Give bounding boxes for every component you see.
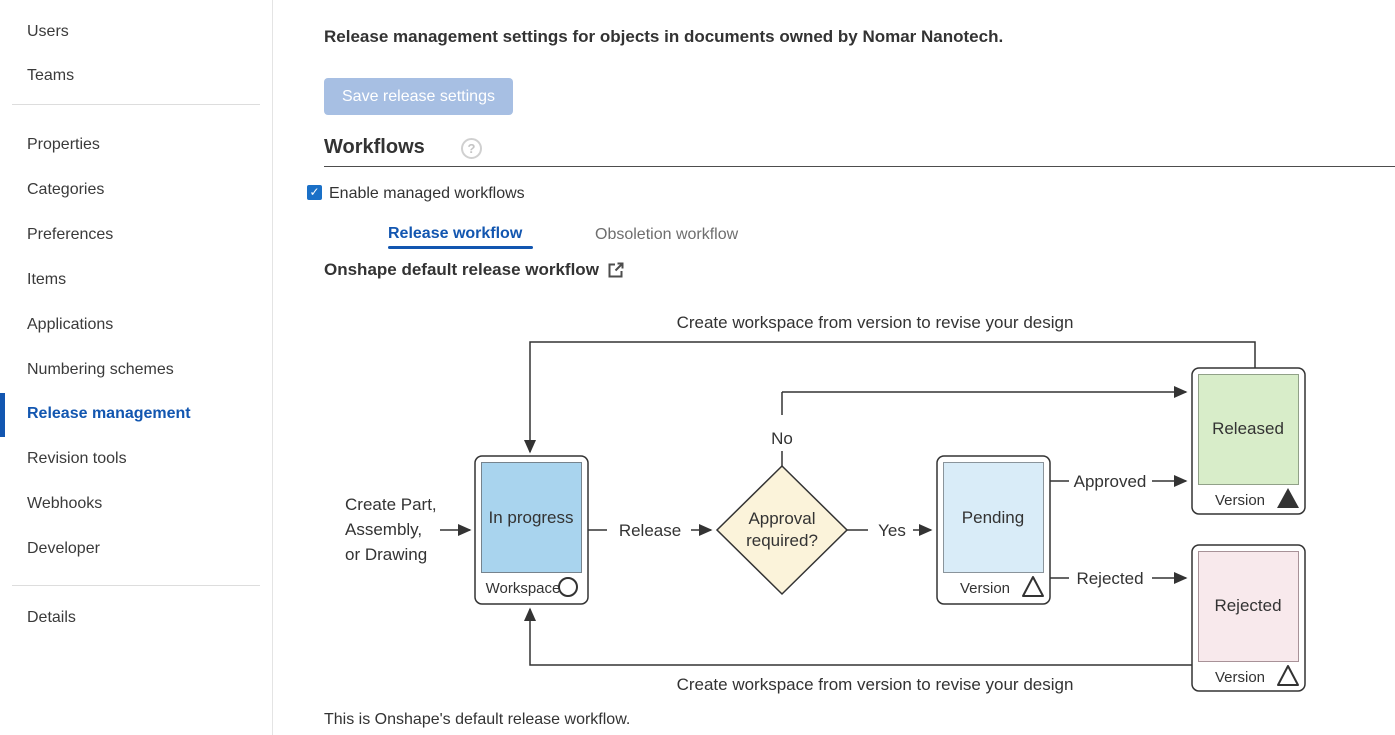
- edge-label-release: Release: [619, 521, 681, 540]
- workflow-name: Onshape default release workflow: [324, 260, 599, 279]
- version-triangle-outline-icon: [1277, 665, 1299, 686]
- node-label: Rejected: [1214, 596, 1281, 615]
- page-title: Release management settings for objects …: [324, 27, 1004, 46]
- node-in-progress: In progress Workspace: [474, 455, 589, 605]
- sidebar-item-applications[interactable]: Applications: [27, 316, 114, 333]
- trigger-text-line3: or Drawing: [345, 545, 427, 564]
- node-pending: Pending Version: [936, 455, 1051, 605]
- node-label: In progress: [488, 508, 573, 527]
- active-tab-underline: [388, 246, 533, 249]
- node-released: Released Version: [1191, 367, 1306, 515]
- node-rejected: Rejected Version: [1191, 544, 1306, 692]
- enable-managed-workflows-checkbox[interactable]: ✓: [307, 185, 322, 200]
- release-workflow-diagram: Create workspace from version to revise …: [345, 313, 1306, 694]
- node-label: Released: [1212, 419, 1284, 438]
- external-link-icon[interactable]: [606, 260, 626, 280]
- edge-label-rejected: Rejected: [1076, 569, 1143, 588]
- sidebar-item-categories[interactable]: Categories: [27, 181, 105, 198]
- version-triangle-outline-icon: [1022, 576, 1044, 597]
- workflow-footnote: This is Onshape's default release workfl…: [324, 711, 631, 728]
- edge-label-no: No: [771, 429, 793, 448]
- edge-released-to-inprogress: [524, 341, 1256, 454]
- edge-label-yes: Yes: [878, 521, 906, 540]
- settings-sidebar: Users Teams Properties Categories Prefer…: [0, 0, 273, 735]
- node-approval-required: Approval required?: [715, 464, 849, 596]
- sidebar-item-webhooks[interactable]: Webhooks: [27, 495, 103, 512]
- workspace-circle-icon: [558, 577, 578, 597]
- tab-release-workflow[interactable]: Release workflow: [388, 225, 523, 242]
- help-icon[interactable]: ?: [461, 138, 482, 159]
- node-sublabel: Workspace: [486, 580, 561, 597]
- enable-managed-workflows-label: Enable managed workflows: [329, 185, 525, 202]
- sidebar-item-items[interactable]: Items: [27, 271, 67, 288]
- trigger-text-line2: Assembly,: [345, 520, 422, 539]
- sidebar-item-users[interactable]: Users: [27, 23, 69, 40]
- edge-label-approved: Approved: [1074, 472, 1147, 491]
- section-divider: [324, 166, 1395, 167]
- trigger-text-line1: Create Part,: [345, 495, 437, 514]
- sidebar-separator: [12, 104, 260, 105]
- sidebar-item-revision-tools[interactable]: Revision tools: [27, 450, 127, 467]
- sidebar-item-developer[interactable]: Developer: [27, 540, 100, 557]
- save-release-settings-button[interactable]: Save release settings: [324, 78, 513, 115]
- active-item-indicator: [0, 393, 5, 437]
- sidebar-separator: [12, 585, 260, 586]
- decision-label-line1: Approval: [748, 509, 815, 528]
- sidebar-item-preferences[interactable]: Preferences: [27, 226, 114, 243]
- top-loop-annotation: Create workspace from version to revise …: [677, 313, 1074, 332]
- tab-obsoletion-workflow[interactable]: Obsoletion workflow: [595, 226, 739, 243]
- sidebar-item-teams[interactable]: Teams: [27, 67, 75, 84]
- node-sublabel: Version: [1215, 669, 1265, 686]
- bottom-loop-annotation: Create workspace from version to revise …: [677, 675, 1074, 694]
- sidebar-item-numbering-schemes[interactable]: Numbering schemes: [27, 361, 174, 378]
- sidebar-item-properties[interactable]: Properties: [27, 136, 100, 153]
- node-sublabel: Version: [960, 580, 1010, 597]
- sidebar-item-release-management[interactable]: Release management: [27, 405, 191, 422]
- decision-label-line2: required?: [746, 531, 818, 550]
- node-label: Pending: [962, 508, 1024, 527]
- version-triangle-filled-icon: [1277, 488, 1299, 508]
- node-sublabel: Version: [1215, 492, 1265, 509]
- workflows-heading: Workflows: [324, 136, 425, 158]
- sidebar-item-details[interactable]: Details: [27, 609, 76, 626]
- edge-rejected-to-inprogress: [524, 607, 1192, 666]
